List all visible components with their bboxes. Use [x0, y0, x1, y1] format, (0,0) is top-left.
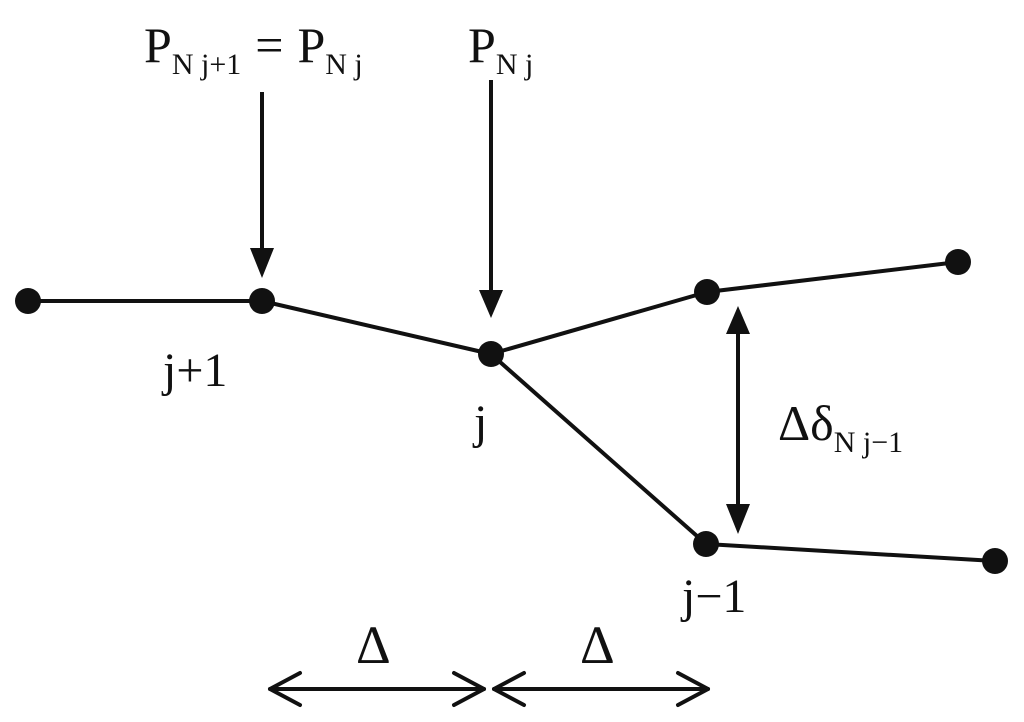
spacing-label-left: Δ [356, 615, 391, 675]
node-start [15, 288, 41, 314]
node-label-j-minus-1: j−1 [680, 570, 746, 623]
node-label-j-plus-1: j+1 [161, 344, 227, 397]
beam-edges [26, 260, 997, 563]
load-right-sub: N j [496, 48, 534, 81]
load-right-main: P [468, 17, 496, 73]
load-arrow-right [479, 80, 503, 318]
deflection-label: ΔδN j−1 [778, 395, 903, 459]
edge-jplus1-to-j [260, 299, 493, 356]
node-upper-end [945, 249, 971, 275]
load-label-left: PN j+1=PN j [144, 17, 363, 81]
load-arrow-left [250, 92, 274, 278]
load-left-lhs-sub: N j+1 [172, 48, 241, 81]
load-left-lhs-main: P [144, 17, 172, 73]
deflection-arrow [726, 306, 750, 534]
node-j-plus-1 [249, 288, 275, 314]
deflection-label-main: Δδ [778, 395, 834, 451]
spacing-label-right: Δ [580, 615, 615, 675]
node-upper-deflected [694, 279, 720, 305]
node-j-minus-1 [693, 531, 719, 557]
node-j [478, 341, 504, 367]
load-left-rhs-sub: N j [325, 48, 363, 81]
deflection-label-sub: N j−1 [834, 426, 903, 459]
node-label-j: j [472, 396, 487, 449]
edge-j-to-jminus1 [489, 352, 708, 546]
edge-j-to-upper-node [489, 290, 709, 356]
edge-upper-node-to-upper-end [705, 260, 960, 294]
load-left-rhs-main: P [297, 17, 325, 73]
beam-nodes [15, 249, 1008, 574]
edge-jminus1-to-lower-end [704, 542, 997, 563]
spacing-arrow-left [268, 671, 486, 707]
load-left-equals: = [255, 17, 283, 73]
spacing-arrow-right [492, 671, 710, 707]
load-label-right: PN j [468, 17, 533, 81]
node-lower-end [982, 548, 1008, 574]
